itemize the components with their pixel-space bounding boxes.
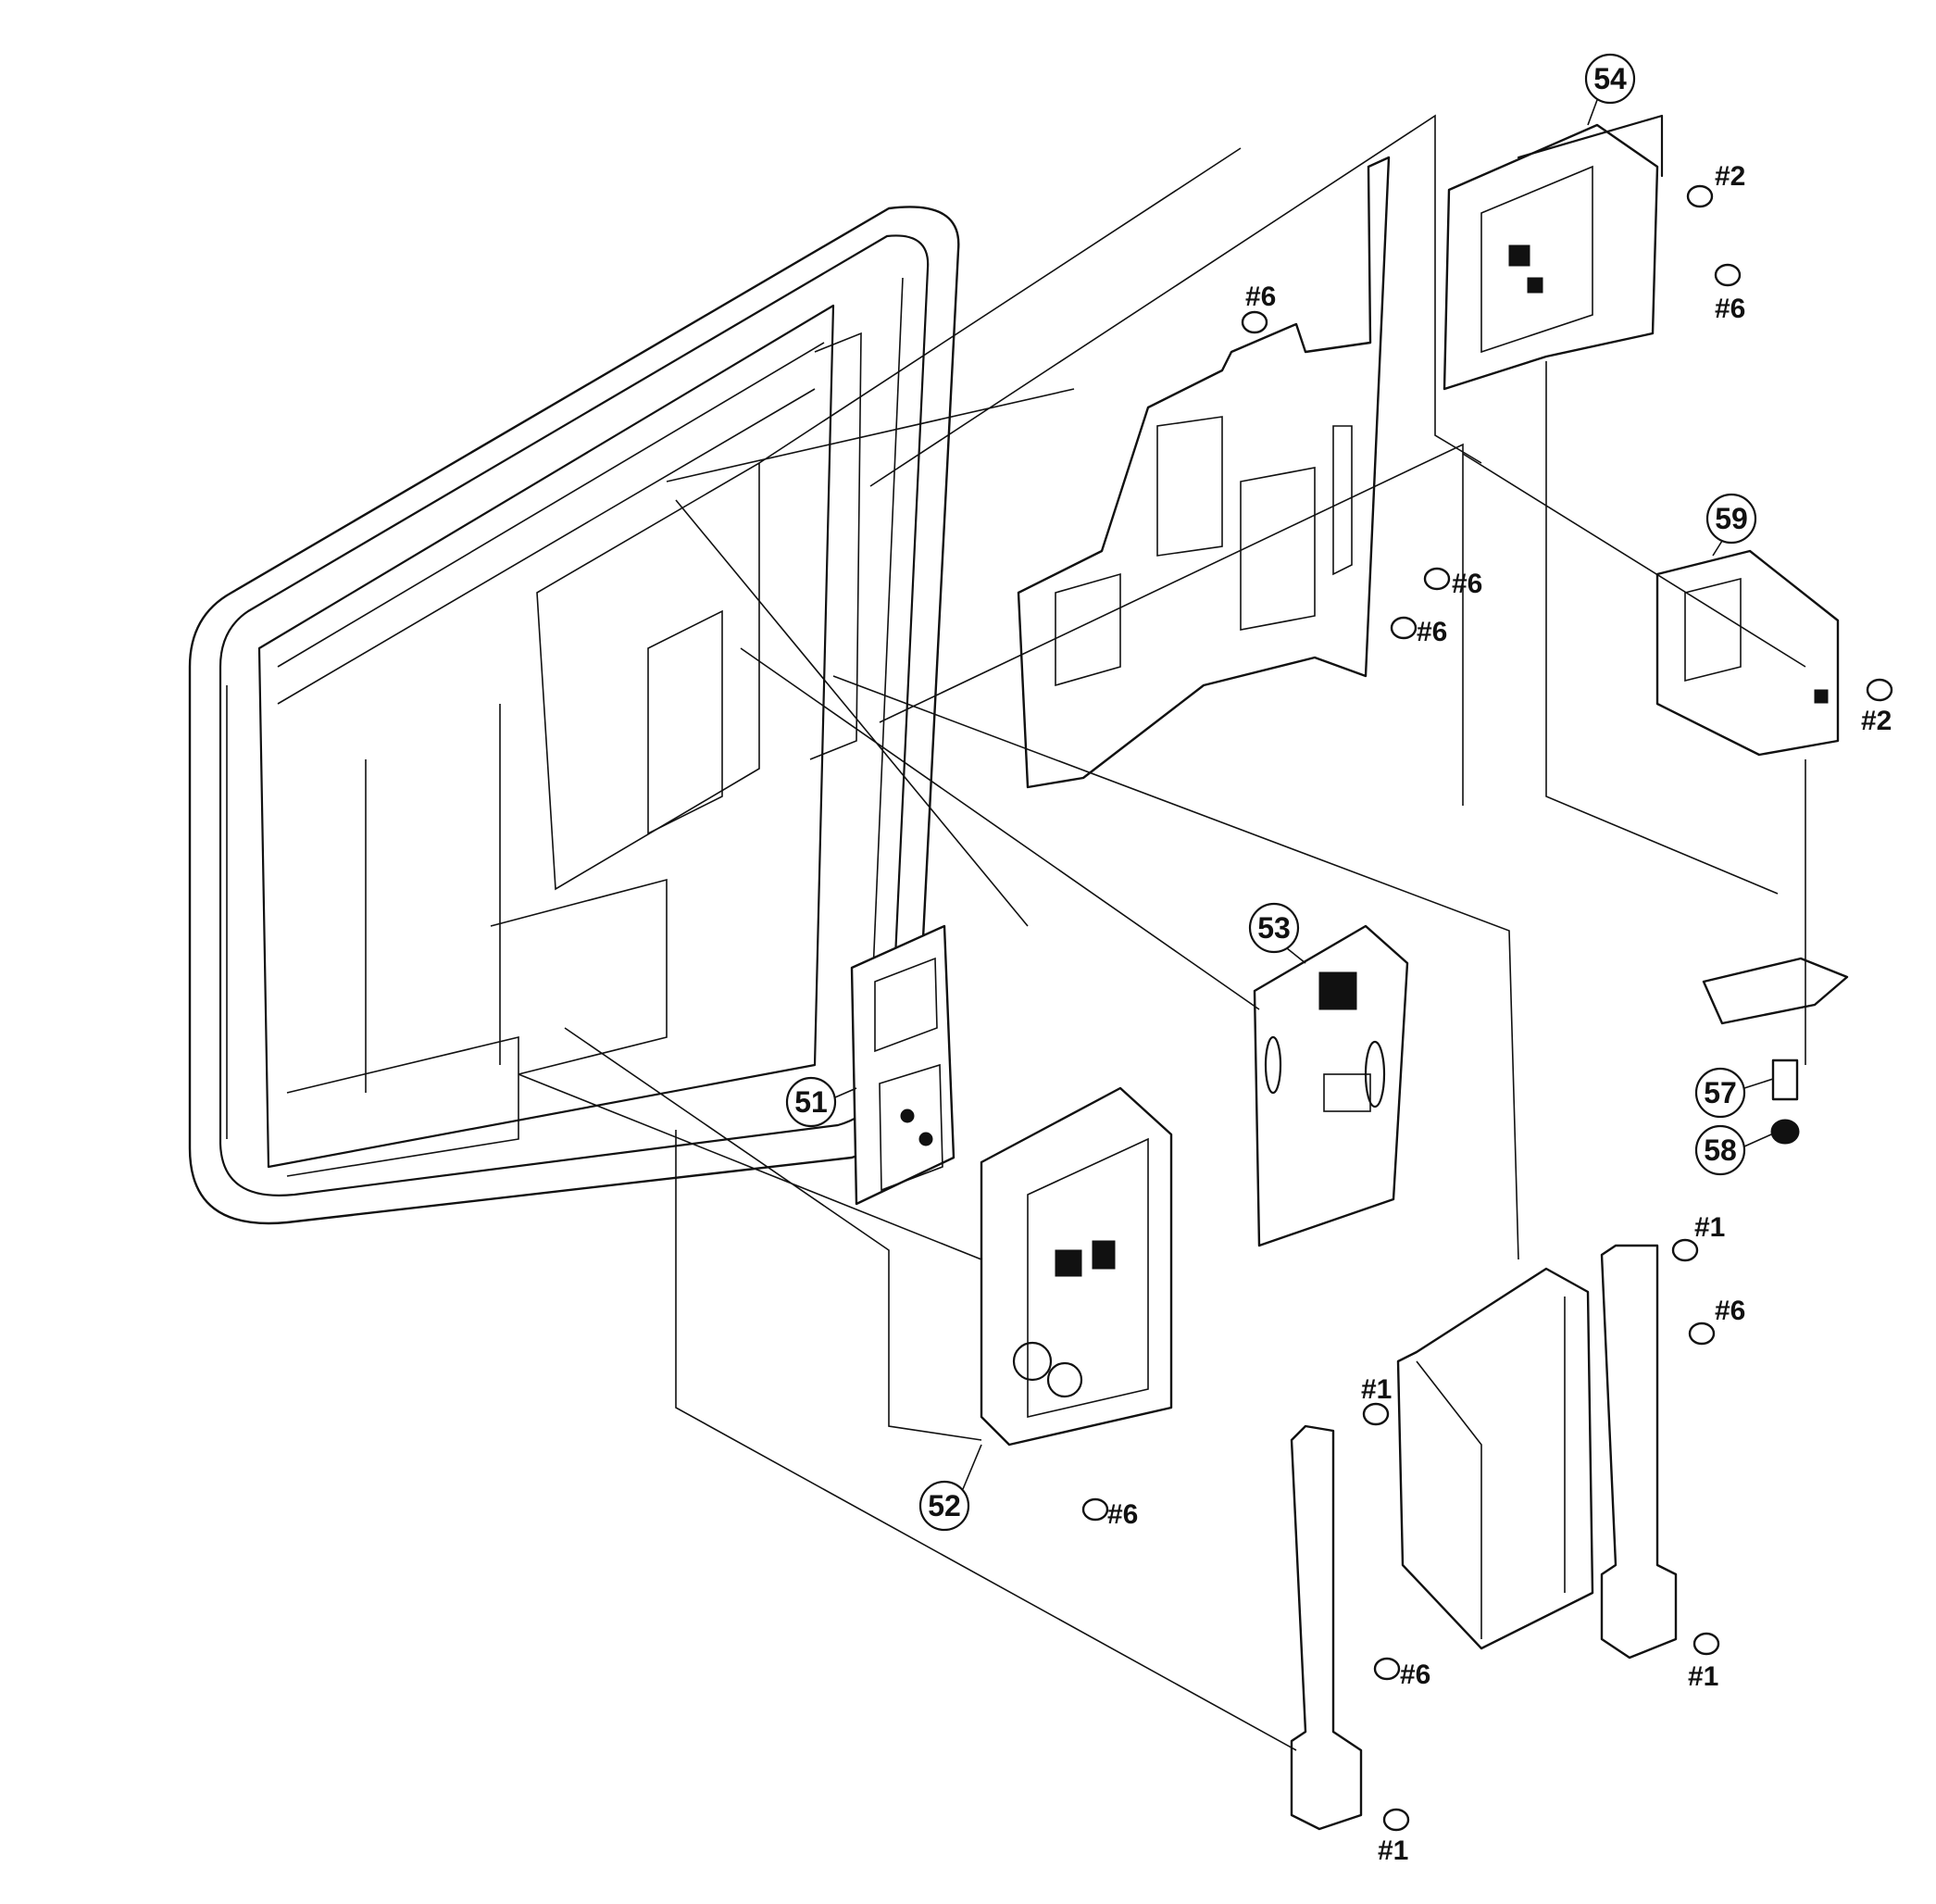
rear-chassis-panel: [1017, 156, 1391, 789]
circuit-board-51: [850, 924, 956, 1206]
screw-2-bracket: #2: [1861, 678, 1893, 736]
callout-52: 52: [918, 1444, 982, 1532]
callout-51: 51: [785, 1076, 857, 1128]
front-cabinet: [188, 206, 960, 1225]
screw-6-chassis-low: #6: [1390, 616, 1447, 647]
callout-54: 54: [1584, 53, 1636, 126]
screw-6-chassis-mid: #6: [1423, 567, 1482, 599]
circuit-board-52: [980, 1086, 1173, 1447]
screw-label: #6: [1417, 617, 1447, 647]
callout-label-51: 51: [794, 1085, 828, 1119]
circuit-board-54: [1443, 114, 1664, 391]
leader-lines: [518, 114, 1806, 1751]
callout-53: 53: [1248, 902, 1306, 964]
screw-label: #6: [1715, 294, 1745, 324]
screw-label: #1: [1694, 1212, 1725, 1243]
callout-58: 58: [1694, 1124, 1772, 1176]
screw-label: #6: [1400, 1660, 1430, 1690]
screw-label: #1: [1361, 1374, 1392, 1405]
screw-6-board-52: #6: [1081, 1497, 1138, 1530]
screw-6-left-mid: #6: [1373, 1657, 1430, 1690]
callout-label-58: 58: [1704, 1134, 1737, 1167]
callout-57: 57: [1694, 1067, 1774, 1119]
screw-label: #1: [1378, 1835, 1408, 1866]
screw-label: #6: [1715, 1296, 1745, 1326]
callout-label-57: 57: [1704, 1076, 1737, 1109]
screw-6-top-right: #6: [1714, 263, 1745, 324]
screw-label: #2: [1861, 706, 1892, 736]
screw-6-right-mid: #6: [1688, 1296, 1745, 1346]
shield-cover: [1396, 1267, 1594, 1650]
callout-label-52: 52: [928, 1489, 961, 1522]
screw-1-left-top: #1: [1361, 1374, 1392, 1426]
bracket-59: [1655, 549, 1840, 757]
screw-1-right-top: #1: [1671, 1212, 1725, 1262]
screw-label: #6: [1245, 282, 1276, 312]
callout-59: 59: [1705, 493, 1757, 557]
callout-label-59: 59: [1715, 502, 1748, 535]
screw-1-left-bottom: #1: [1378, 1808, 1410, 1866]
screw-label: #6: [1452, 569, 1482, 599]
screw-label: #2: [1715, 161, 1745, 192]
callout-label-53: 53: [1257, 911, 1291, 945]
bracket-lower-right: [1702, 957, 1849, 1145]
screw-6-chassis-top: #6: [1241, 282, 1276, 334]
screw-1-right-bottom: #1: [1688, 1632, 1720, 1692]
screw-label: #6: [1107, 1499, 1138, 1530]
stay-bracket-left: [1290, 1424, 1363, 1831]
screw-2-top: #2: [1686, 161, 1745, 208]
circuit-board-53: [1253, 924, 1409, 1247]
stay-bracket-right: [1600, 1244, 1678, 1660]
callout-label-54: 54: [1593, 62, 1627, 95]
screw-label: #1: [1688, 1661, 1718, 1692]
